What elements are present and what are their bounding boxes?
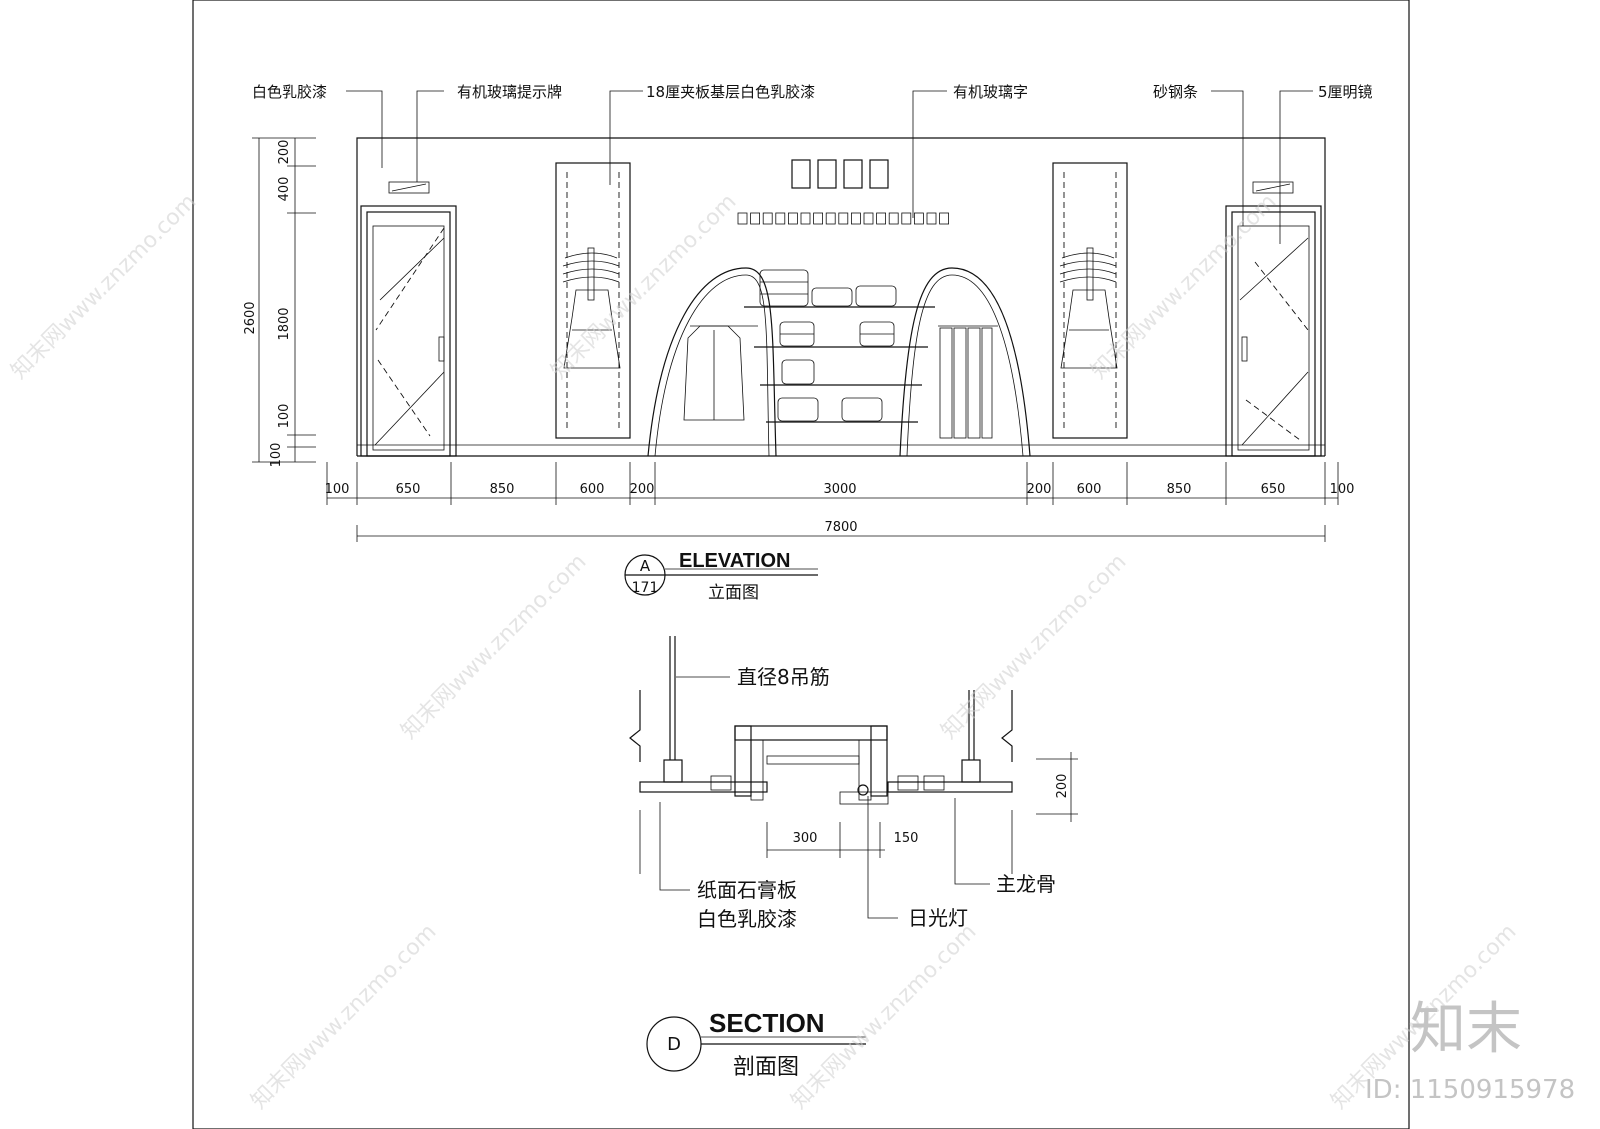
elevation-leaders bbox=[346, 90, 1313, 244]
left-gypsum-board bbox=[639, 781, 768, 793]
watermark-text: 知末网www.znzmo.com bbox=[547, 189, 742, 384]
acrylic-small-letter bbox=[800, 212, 811, 225]
callout-gypsum-board: 纸面石膏板 bbox=[697, 878, 797, 902]
elevation-title-letter: A bbox=[640, 557, 651, 575]
callout-clear-mirror: 5厘明镜 bbox=[1318, 83, 1373, 101]
vdim-100b: 100 bbox=[269, 443, 284, 468]
acrylic-small-letter bbox=[939, 212, 949, 225]
acrylic-small-letter bbox=[750, 212, 760, 225]
hdim-11: 100 bbox=[1330, 482, 1355, 497]
callout-acrylic-sign: 有机玻璃提示牌 bbox=[457, 83, 562, 101]
right-gypsum-board bbox=[887, 781, 1013, 793]
acrylic-small-letter bbox=[876, 212, 886, 225]
section-heading: SECTION bbox=[709, 1008, 825, 1038]
acrylic-small-letter bbox=[901, 212, 912, 225]
acrylic-small-letter bbox=[888, 212, 899, 225]
watermark-text: 知末网www.znzmo.com bbox=[397, 549, 592, 744]
acrylic-small-letter bbox=[838, 212, 849, 225]
callout-main-keel: 主龙骨 bbox=[996, 872, 1056, 896]
acrylic-small-letter bbox=[825, 212, 836, 225]
wall-outline bbox=[356, 137, 1326, 456]
elevation-title-number: 171 bbox=[632, 580, 659, 596]
brand-logo: 知末 bbox=[1410, 997, 1522, 1062]
left-dress-rack bbox=[562, 247, 621, 369]
right-acrylic-sign bbox=[1252, 181, 1294, 194]
watermark-text: 知末网www.znzmo.com bbox=[7, 189, 202, 384]
elevation-drawing bbox=[252, 90, 1339, 596]
hdim-10: 650 bbox=[1261, 482, 1286, 497]
acrylic-small-letter bbox=[851, 212, 861, 225]
sheet-border bbox=[192, 0, 1410, 1129]
hdim-9: 850 bbox=[1167, 482, 1192, 497]
acrylic-small-letter bbox=[762, 212, 773, 225]
acrylic-small-letter bbox=[863, 212, 874, 225]
sdim-200: 200 bbox=[1055, 774, 1070, 799]
section-subtitle: 剖面图 bbox=[733, 1055, 799, 1080]
hdim-4: 600 bbox=[580, 482, 605, 497]
acrylic-small-letter bbox=[788, 212, 798, 225]
elevation-title-block bbox=[624, 554, 818, 596]
vertical-dimensions bbox=[252, 137, 316, 463]
acrylic-small-letters bbox=[737, 212, 949, 225]
left-glass-door bbox=[360, 205, 457, 457]
vdim-100a: 100 bbox=[277, 404, 292, 429]
horizontal-dimensions bbox=[326, 462, 1339, 542]
sdim-150: 150 bbox=[894, 831, 919, 846]
acrylic-small-letter bbox=[914, 212, 924, 225]
folded-clothes bbox=[759, 269, 897, 422]
callout-acrylic-letters: 有机玻璃字 bbox=[953, 83, 1028, 101]
acrylic-small-letter bbox=[813, 212, 823, 225]
right-mirror-panel bbox=[1052, 162, 1128, 439]
acrylic-small-letter bbox=[926, 212, 937, 225]
right-glass-door bbox=[1225, 205, 1322, 457]
hdim-5: 200 bbox=[630, 482, 655, 497]
section-dimensions bbox=[766, 752, 1078, 858]
vdim-total: 2600 bbox=[243, 301, 258, 334]
acrylic-small-letter bbox=[775, 212, 786, 225]
elevation-heading: ELEVATION bbox=[679, 550, 790, 572]
left-mirror-panel bbox=[555, 162, 631, 439]
hdim-total: 7800 bbox=[824, 520, 857, 535]
hdim-7: 200 bbox=[1027, 482, 1052, 497]
acrylic-small-letter bbox=[737, 212, 748, 225]
elevation-subtitle: 立面图 bbox=[708, 583, 759, 603]
callout-white-latex-paint: 白色乳胶漆 bbox=[252, 83, 327, 101]
right-dress-rack bbox=[1059, 247, 1118, 369]
watermark-layer: 知末网www.znzmo.com 知末网www.znzmo.com 知末网www… bbox=[7, 189, 1522, 1114]
callout-section-latex-paint: 白色乳胶漆 bbox=[697, 907, 797, 931]
fluorescent-lamp bbox=[857, 784, 869, 796]
hdim-2: 650 bbox=[396, 482, 421, 497]
hdim-3: 850 bbox=[490, 482, 515, 497]
vdim-200: 200 bbox=[277, 140, 292, 165]
watermark-text: 知末网www.znzmo.com bbox=[247, 919, 442, 1114]
callout-frosted-steel-strip: 砂钢条 bbox=[1153, 83, 1198, 101]
vdim-1800: 1800 bbox=[277, 307, 292, 340]
section-leaders bbox=[659, 676, 990, 919]
hanging-coat bbox=[683, 325, 745, 421]
watermark-text: 知末网www.znzmo.com bbox=[937, 549, 1132, 744]
sdim-300: 300 bbox=[793, 831, 818, 846]
left-acrylic-sign bbox=[388, 181, 430, 194]
callout-plywood-base: 18厘夹板基层白色乳胶漆 bbox=[646, 83, 815, 101]
callout-hanger-rod: 直径8吊筋 bbox=[737, 665, 830, 689]
acrylic-sign-letters bbox=[791, 159, 889, 189]
hanging-trousers bbox=[939, 327, 993, 439]
hdim-1: 100 bbox=[325, 482, 350, 497]
section-title-block bbox=[646, 1016, 866, 1072]
callout-fluorescent-light: 日光灯 bbox=[908, 906, 968, 930]
section-title-letter: D bbox=[667, 1034, 681, 1055]
display-arches bbox=[647, 267, 1031, 457]
image-id-label: ID: 1150915978 bbox=[1365, 1075, 1575, 1105]
section-drawing bbox=[629, 636, 1078, 1072]
vdim-400: 400 bbox=[277, 177, 292, 202]
raised-box-top bbox=[734, 725, 888, 741]
hdim-6: 3000 bbox=[823, 482, 856, 497]
hdim-8: 600 bbox=[1077, 482, 1102, 497]
